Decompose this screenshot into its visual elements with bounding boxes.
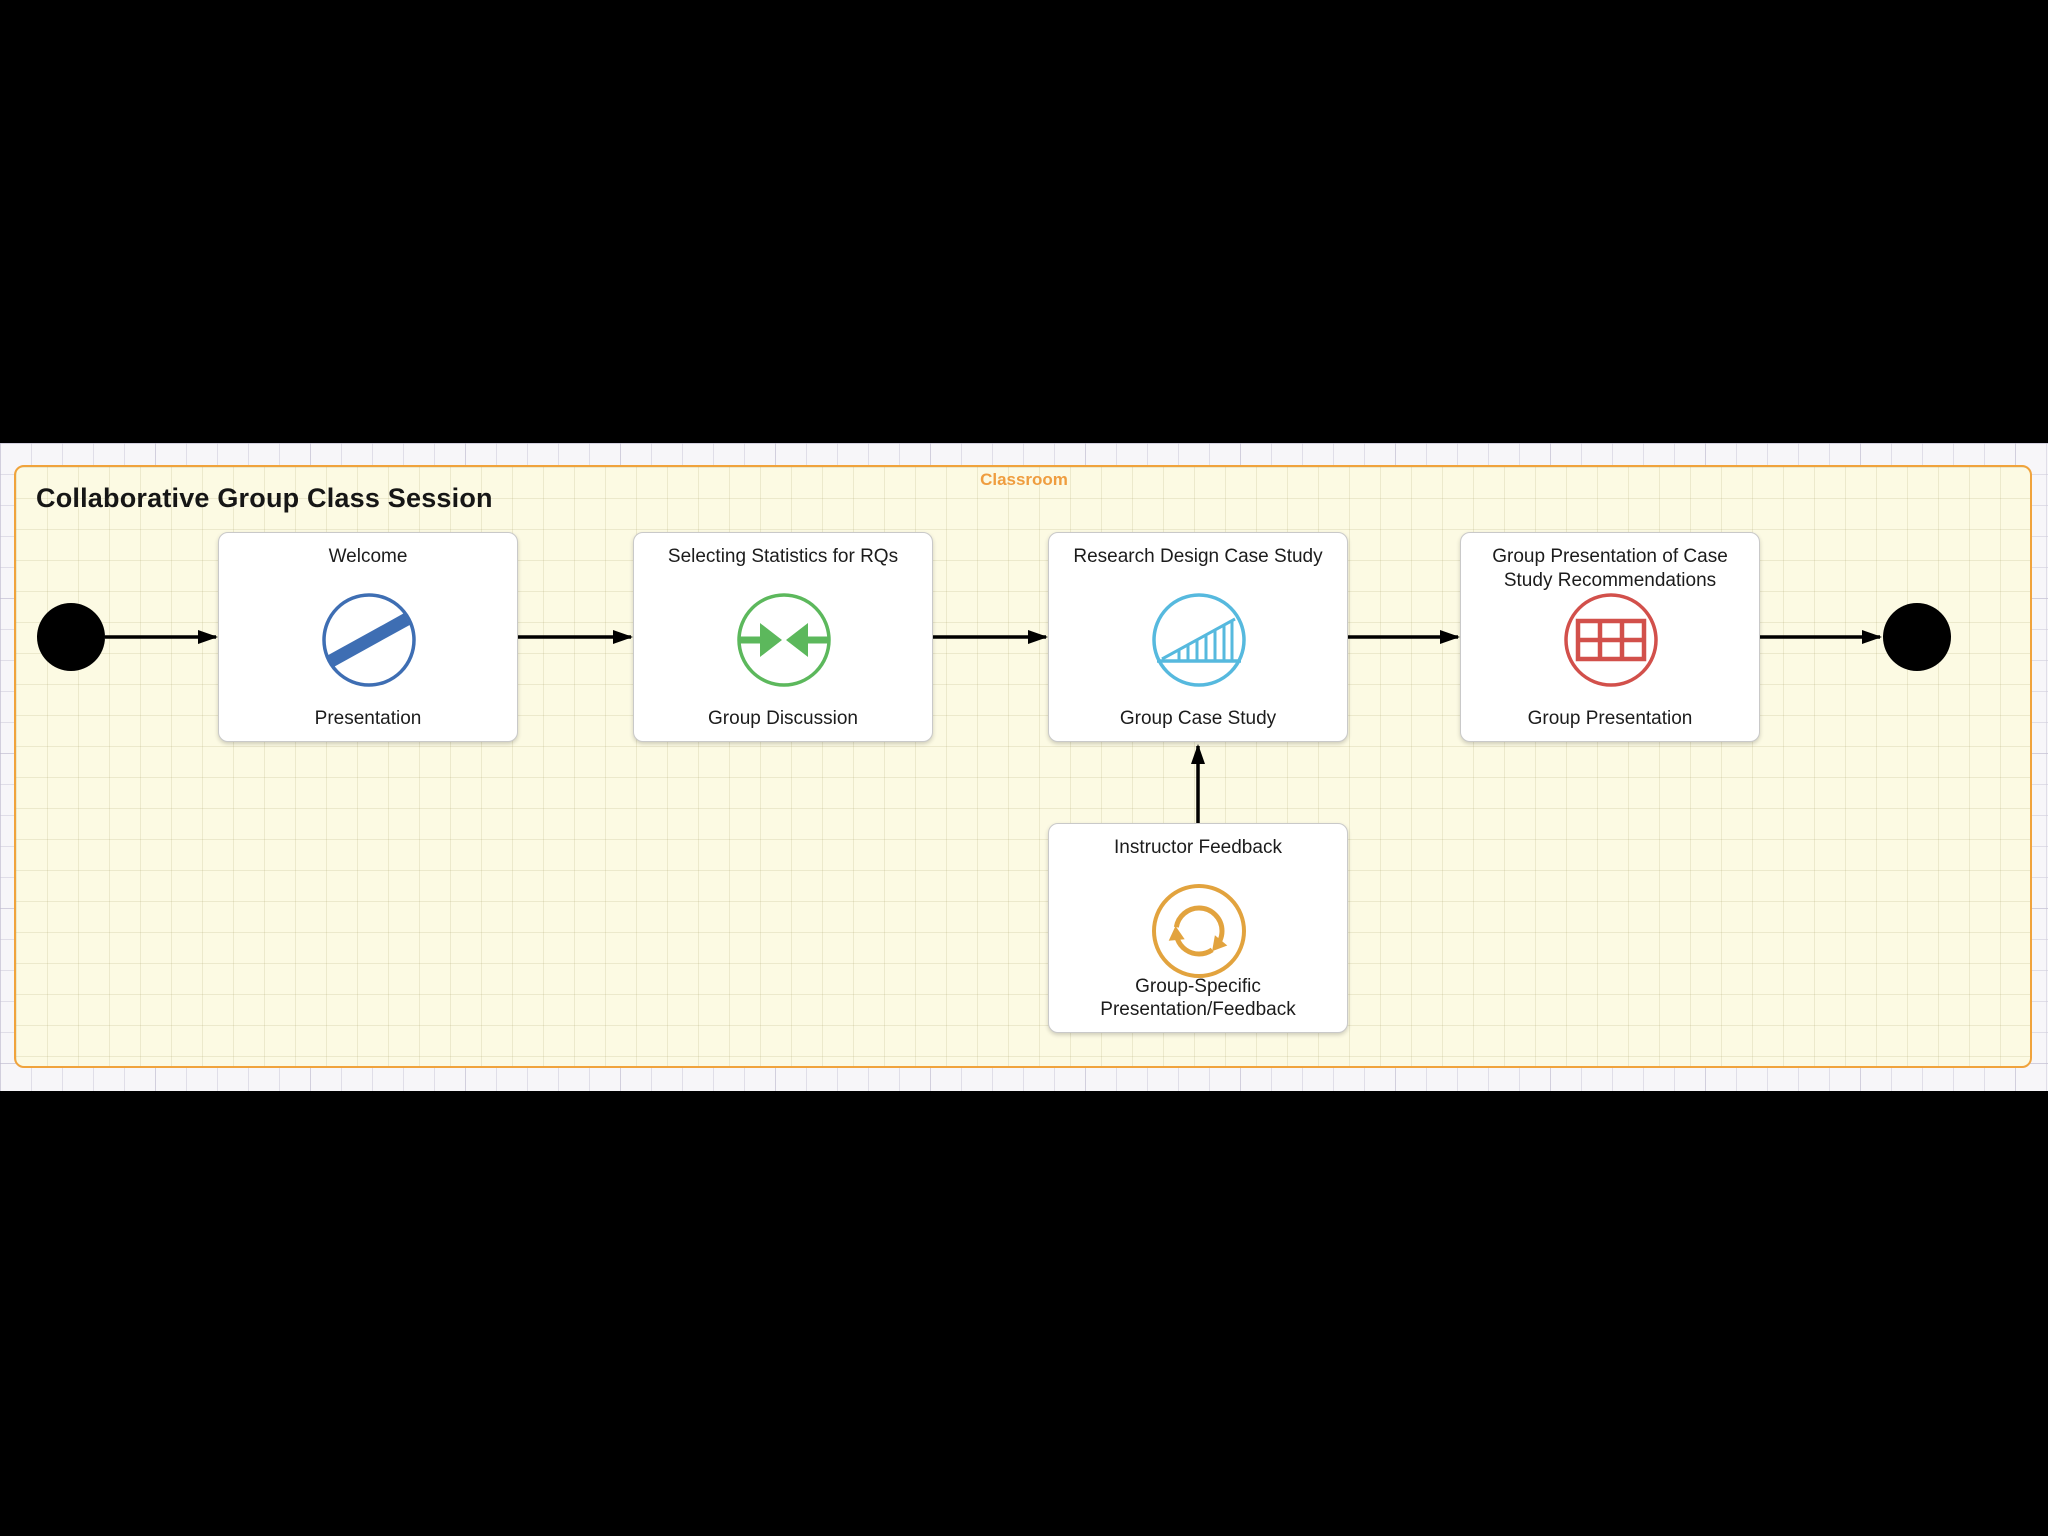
task-welcome: Welcome Presentation bbox=[218, 532, 518, 742]
converging-arrows-icon bbox=[737, 593, 831, 687]
task-subtitle: Group Presentation bbox=[1527, 707, 1693, 729]
diagram-title: Collaborative Group Class Session bbox=[36, 483, 493, 513]
cycle-arrows-icon bbox=[1152, 884, 1246, 978]
task-title: Selecting Statistics for RQs bbox=[667, 546, 899, 567]
task-title: Welcome bbox=[328, 546, 408, 567]
presentation-icon bbox=[322, 593, 416, 687]
task-subtitle: Group Case Study bbox=[1119, 707, 1277, 729]
task-title: Research Design Case Study bbox=[1073, 546, 1323, 567]
diagram-canvas: Classroom Collaborative Group Class Sess… bbox=[0, 443, 2048, 1091]
growth-ramp-chart-icon bbox=[1152, 593, 1246, 687]
task-title: Group Presentation of Case Study Recomme… bbox=[1492, 546, 1728, 591]
task-selecting-statistics: Selecting Statistics for RQs Group Discu… bbox=[633, 532, 933, 742]
task-subtitle: Group-Specific Presentation/Feedback bbox=[1100, 975, 1296, 1020]
end-event-node bbox=[1883, 603, 1951, 671]
task-research-design: Research Design Case Study Group Case St… bbox=[1048, 532, 1348, 742]
start-event-node bbox=[37, 603, 105, 671]
pool-label: Classroom bbox=[980, 470, 1068, 489]
task-instructor-feedback: Instructor Feedback Group-Specific Prese… bbox=[1048, 823, 1348, 1033]
table-grid-icon bbox=[1564, 593, 1658, 687]
task-subtitle: Group Discussion bbox=[708, 707, 858, 729]
task-group-presentation: Group Presentation of Case Study Recomme… bbox=[1460, 532, 1760, 742]
task-subtitle: Presentation bbox=[314, 707, 422, 729]
task-title: Instructor Feedback bbox=[1114, 837, 1282, 858]
